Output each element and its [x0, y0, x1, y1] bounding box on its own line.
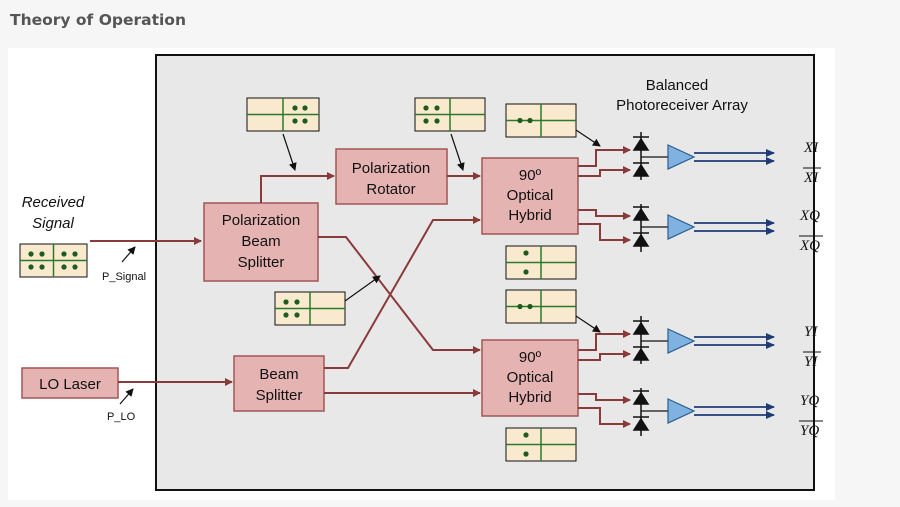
photodiode-pair-yq	[632, 388, 650, 436]
lo-laser-block	[21, 367, 119, 399]
beam-splitter-block	[233, 355, 325, 412]
output-xq-bar-label: XQ	[799, 238, 820, 254]
amplifier-yq	[667, 398, 696, 424]
hybrid-inset-1-pointer	[575, 129, 601, 147]
page-title: Theory of Operation	[10, 11, 186, 29]
hybrid-inset-2	[505, 245, 577, 280]
amplifier-xi	[667, 144, 696, 170]
hybrid-inset-3-pointer	[575, 315, 601, 333]
fiber-pbs-to-rotator	[260, 172, 335, 203]
polarization-rotator-block	[335, 148, 448, 205]
optical-hybrid-bottom-block	[481, 339, 579, 417]
received-signal-constellation-inset	[19, 243, 88, 278]
output-xi-bar-label: XI	[803, 170, 819, 186]
lower-pbs-constellation-inset	[274, 291, 346, 326]
p-lo-pointer	[119, 388, 134, 405]
output-yq-label: YQ	[800, 393, 819, 409]
pbs-inset-pointer	[282, 133, 297, 171]
lower-inset-pointer	[344, 275, 381, 302]
fiber-splitter-to-upper-hybrid	[324, 216, 481, 369]
rotator-input-constellation-inset	[414, 97, 486, 132]
polarization-beam-splitter-block	[203, 202, 319, 282]
output-yq-bar-label: YQ	[800, 423, 819, 439]
output-xq-label: XQ	[799, 208, 820, 224]
hybrid-inset-3	[505, 289, 577, 324]
fiber-pbs-to-lower-hybrid	[318, 236, 481, 354]
rotator-inset-pointer	[450, 133, 465, 171]
output-xi-label: XI	[803, 140, 819, 156]
photodiode-pair-yi	[632, 316, 650, 364]
optical-hybrid-top-block	[481, 157, 579, 235]
p-lo-label: P_LO	[107, 411, 136, 423]
hybrid-inset-4	[505, 427, 577, 462]
lo-laser-label: LO Laser	[39, 376, 101, 393]
hybrid-inset-1	[505, 103, 577, 138]
photodiode-pair-xi	[632, 132, 650, 180]
amplifier-xq	[667, 214, 696, 240]
p-signal-label: P_Signal	[102, 271, 146, 283]
pbs-output-constellation-inset	[246, 97, 320, 132]
amplifier-yi	[667, 328, 696, 354]
output-yi-label: YI	[804, 324, 818, 340]
photodiode-pair-xq	[632, 204, 650, 252]
p-signal-pointer	[121, 246, 136, 263]
output-yi-bar-label: YI	[804, 354, 818, 370]
